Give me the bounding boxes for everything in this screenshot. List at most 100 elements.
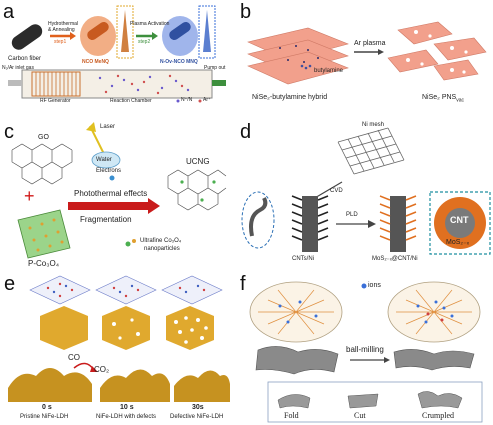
hexagon-pristine: [40, 306, 88, 350]
pns-label-main: NiSe₂ PNS: [422, 94, 457, 101]
legend-n-label: N⁺/N: [181, 97, 193, 103]
time-label-3: 30s: [192, 404, 204, 411]
fold-label: Fold: [284, 411, 299, 420]
cnt-tube: [249, 197, 268, 237]
cnt-core: [445, 208, 475, 238]
legend-line1: Ultrafine Co₃O₄: [140, 238, 182, 244]
electrons-label: Electrons: [96, 168, 122, 174]
cnt-core-label: CNT: [450, 215, 469, 225]
panel-c-letter: c: [4, 121, 14, 143]
pristine-label: Pristine NiFe-LDH: [20, 414, 69, 420]
co-label: CO: [68, 353, 80, 362]
panel-d-letter: d: [240, 121, 252, 143]
nco-needle-zoom: [121, 10, 129, 52]
pld-label: PLD: [346, 212, 358, 218]
plasma-label: Plasma Activation: [130, 21, 170, 27]
ni-mesh: [337, 127, 405, 175]
electron-icon: [109, 175, 115, 181]
panel-f-artwork: [249, 281, 483, 423]
panel-f: f ions ball-milling Fold Cut Crumpled: [238, 272, 493, 425]
fragmentation-label: Fragmentation: [80, 215, 132, 224]
particle-surfaces: [8, 368, 230, 402]
morphology-box: [267, 381, 483, 423]
mos2-coated-wire: [379, 195, 417, 252]
nanoparticle-legend-icon: [125, 239, 136, 247]
panel-d-artwork: [241, 127, 491, 255]
ucng-label: UCNG: [186, 157, 210, 166]
hexagon-defects: [102, 306, 150, 350]
novnco-nanostructure: [162, 16, 198, 56]
ions-label: ions: [368, 282, 381, 289]
panel-a-letter: a: [3, 1, 15, 23]
defective-label: Defective NiFe-LDH: [170, 414, 224, 420]
ucng-sheet: [167, 169, 227, 211]
laser-label: Laser: [100, 124, 116, 130]
panel-f-letter: f: [240, 273, 246, 295]
legend-line2: nanoparticles: [144, 246, 180, 252]
mos2-cnt-ni-label: MoS₂₋ₓ@CNT/Ni: [372, 256, 418, 262]
panel-b: b butylamine Ar plasma NiSe₂-butylamine …: [238, 0, 493, 108]
butylamine-label: butylamine: [314, 68, 344, 74]
cvd-label: CVD: [330, 188, 343, 194]
porous-nanosheets: [387, 21, 487, 81]
go-label: GO: [38, 134, 49, 141]
novnco-needle-zoom: [203, 10, 211, 52]
rf-generator-label: RF Generator: [40, 98, 71, 104]
cut-label: Cut: [354, 411, 366, 420]
nco-label: NCO MeNQ: [82, 59, 109, 65]
go-sheet: [11, 143, 73, 185]
panel-c-artwork: +: [11, 122, 227, 259]
panel-a: a Carbon fiber Hydrothermal & Annealing …: [0, 0, 232, 108]
ion-lattice-right: [387, 281, 481, 343]
pns-label: NiSe₂ PNSvac: [422, 94, 464, 103]
laser-icon: [86, 122, 96, 132]
step1-tag: step1: [54, 39, 67, 45]
panel-b-letter: b: [240, 1, 252, 23]
panel-d: d Ni mesh CVD PLD CNTs/Ni MoS₂₋ₓ@CNT/Ni …: [238, 120, 493, 270]
novnco-label: N-Ov-NCO MNQ: [160, 59, 198, 65]
time-label-2: 10 s: [120, 404, 134, 411]
core-shell-zoom-box: [429, 191, 491, 255]
plasma-reactor: [8, 69, 226, 99]
photothermal-label: Photothermal effects: [74, 189, 148, 198]
bulk-sheet: [255, 346, 339, 375]
panel-e-letter: e: [4, 273, 16, 295]
photothermal-arrow: [68, 198, 160, 214]
time-label-1: 0 s: [42, 404, 52, 411]
carbon-fiber-label: Carbon fiber: [8, 56, 42, 62]
step1-label-top: Hydrothermal: [48, 21, 79, 27]
hybrid-layer-stack: [247, 27, 349, 85]
carbon-fiber-rod: [11, 24, 43, 50]
plus-icon: +: [24, 186, 35, 206]
panel-c: + c GO Laser Water Electrons Phototherma…: [0, 120, 232, 270]
nco-nanostructure: [80, 16, 116, 56]
ball-milling-label: ball-milling: [346, 345, 384, 354]
co2-label: CO₂: [94, 365, 110, 374]
hexagon-defective: [166, 306, 214, 350]
cnt-ni-wire: [291, 195, 329, 252]
panel-e-artwork: [8, 275, 230, 402]
mos2-shell-label: MoS₂₋ₓ: [446, 239, 470, 246]
crumpled-sheet-icon: [417, 391, 463, 409]
crumpled-label: Crumpled: [422, 411, 454, 420]
ar-plasma-label: Ar plasma: [354, 40, 386, 47]
panel-e: e CO CO₂ 0 s 10 s 30s Pristine NiFe-LDH …: [0, 272, 232, 425]
butylamine-molecules: [300, 64, 312, 70]
water-droplet: [91, 151, 121, 169]
hybrid-label: NiSe₂-butylamine hybrid: [252, 94, 328, 101]
legend-ar-label: Ar⁺: [203, 97, 211, 103]
pump-out-label: Pump out: [204, 65, 226, 71]
step2-tag: step2: [138, 39, 151, 45]
step1-label-bottom: & Annealing: [48, 27, 75, 33]
ion-legend-icon: [361, 283, 367, 289]
reaction-chamber-label: Reaction Chamber: [110, 98, 152, 104]
with-defects-label: NiFe-LDH with defects: [96, 414, 157, 420]
cnts-ni-label: CNTs/Ni: [292, 256, 314, 262]
pns-label-sub: vac: [456, 97, 465, 104]
cnt-zoom-ring: [241, 191, 275, 249]
lattice-models: [29, 275, 223, 305]
ion-lattice-left: [249, 281, 343, 343]
cut-sheet-icon: [347, 393, 379, 409]
panel-b-artwork: [247, 21, 487, 85]
water-label: Water: [96, 157, 112, 163]
